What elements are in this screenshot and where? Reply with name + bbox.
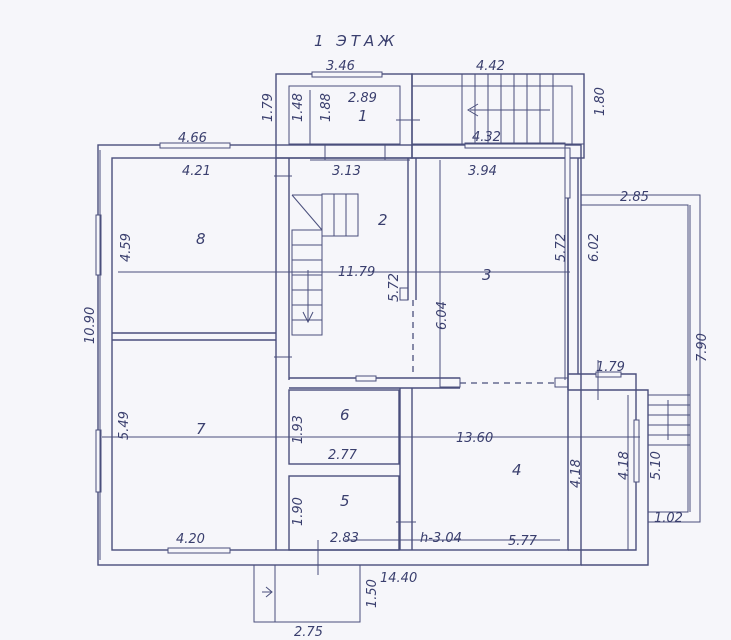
dim-14-40: 14.40 — [380, 571, 417, 586]
dim-13-60: 13.60 — [456, 431, 493, 446]
dim-7-90: 7.90 — [695, 333, 710, 362]
dim-3-94: 3.94 — [468, 164, 497, 179]
dim-4-32: 4.32 — [472, 130, 501, 145]
dim-1-48: 1.48 — [291, 93, 306, 122]
dim-11-79: 11.79 — [338, 265, 375, 280]
dim-1-90: 1.90 — [291, 497, 306, 526]
terrace-steps — [647, 394, 691, 446]
dim-4-18-right: 4.18 — [617, 451, 632, 480]
dim-5-77: 5.77 — [508, 534, 538, 549]
dim-6-04: 6.04 — [435, 301, 450, 330]
dim-3-46: 3.46 — [326, 59, 355, 74]
room-5-label: 5 — [340, 492, 350, 510]
dim-4-66: 4.66 — [178, 131, 207, 146]
dim-2-85: 2.85 — [620, 190, 649, 205]
dim-5-10: 5.10 — [649, 451, 664, 480]
dim-2-89: 2.89 — [348, 91, 377, 106]
dim-1-50: 1.50 — [365, 579, 380, 608]
top-stairs — [461, 73, 585, 145]
room-1-label: 1 — [358, 107, 368, 125]
hall-stairs — [291, 193, 359, 336]
dim-2-77: 2.77 — [328, 448, 358, 463]
dim-2-75: 2.75 — [294, 625, 323, 640]
dim-1-02: 1.02 — [654, 511, 683, 526]
dim-2-83: 2.83 — [330, 531, 359, 546]
dim-1-88: 1.88 — [319, 93, 334, 122]
dim-6-02: 6.02 — [587, 233, 602, 262]
dim-10-90: 10.90 — [83, 307, 98, 344]
dim-1-93: 1.93 — [291, 415, 306, 444]
dim-5-72-hall: 5.72 — [387, 273, 402, 302]
floor-title: 1 ЭТАЖ — [314, 32, 398, 50]
dim-1-79-right: 1.79 — [596, 360, 625, 375]
dimension-lines — [99, 90, 691, 560]
dim-1-80: 1.80 — [593, 87, 608, 116]
room-2-label: 2 — [378, 211, 388, 229]
dim-5-72-right: 5.72 — [554, 233, 569, 262]
dim-4-18-left: 4.18 — [569, 459, 584, 488]
dim-4-21: 4.21 — [182, 164, 211, 179]
dim-5-49: 5.49 — [117, 411, 132, 440]
room-6-label: 6 — [340, 406, 350, 424]
windows — [95, 71, 640, 554]
dimension-labels: 3.46 4.42 1.79 1.48 1.88 2.89 1.80 4.32 … — [83, 59, 710, 640]
dim-4-42: 4.42 — [476, 59, 505, 74]
room-8-label: 8 — [196, 230, 206, 248]
room-4-label: 4 — [512, 461, 522, 479]
dim-h-3-04: h-3.04 — [420, 531, 462, 546]
room-3-label: 3 — [482, 266, 492, 284]
dim-3-13: 3.13 — [332, 164, 361, 179]
dim-4-20: 4.20 — [176, 532, 205, 547]
dim-4-59: 4.59 — [119, 233, 134, 262]
room-7-label: 7 — [196, 420, 206, 438]
door-marks — [274, 119, 599, 575]
room-labels: 1 2 3 4 5 6 7 8 — [196, 107, 522, 510]
porch-step — [262, 565, 276, 622]
dim-1-79-left: 1.79 — [261, 93, 276, 122]
